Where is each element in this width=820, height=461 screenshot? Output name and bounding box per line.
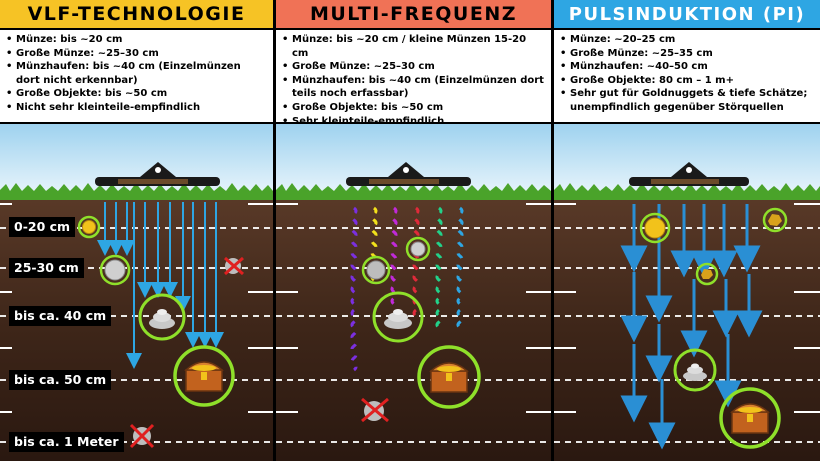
info-item: Sehr gut für Goldnuggets & tiefe Schätze…	[560, 87, 814, 114]
metal-detector-coil-icon	[629, 162, 749, 186]
depth-label: 0-20 cm	[9, 217, 76, 237]
coin-pile-icon	[372, 291, 424, 343]
not-detected-icon	[361, 397, 389, 423]
treasure-chest-icon	[719, 387, 781, 449]
info-item: Große Objekte: bis ~50 cm	[282, 101, 545, 115]
not-detected-icon	[224, 256, 244, 276]
metal-detector-coil-icon	[95, 162, 220, 186]
panel-vlf: VLF-TECHNOLOGIE Münze: bis ~20 cm Große …	[0, 0, 273, 461]
coin-pile-icon	[138, 293, 186, 341]
info-item: Münzhaufen: bis ~40 cm (Einzelmünzen dor…	[6, 60, 267, 87]
depth-label: bis ca. 50 cm	[9, 370, 112, 390]
info-item: Münzhaufen: ~40–50 cm	[560, 60, 814, 74]
info-item: Nicht sehr kleinteile-empfindlich	[6, 101, 267, 115]
silver-coin-icon	[405, 236, 431, 262]
coin-pile-icon	[673, 348, 717, 392]
gold-nugget-icon	[695, 262, 719, 286]
depth-label: 25-30 cm	[9, 258, 84, 278]
info-item: Große Münze: ~25–35 cm	[560, 47, 814, 61]
gold-coin-icon	[639, 212, 671, 244]
panel-title: MULTI-FREQUENZ	[276, 0, 551, 30]
depth-label: bis ca. 1 Meter	[9, 432, 124, 452]
info-item: Münze: bis ~20 cm / kleine Münzen 15-20 …	[282, 33, 545, 60]
info-item: Münze: bis ~20 cm	[6, 33, 267, 47]
depth-label: bis ca. 40 cm	[9, 306, 112, 326]
info-item: Große Münze: ~25–30 cm	[282, 60, 545, 74]
treasure-chest-icon	[417, 345, 481, 409]
info-box: Münze: ~20–25 cm Große Münze: ~25–35 cm …	[554, 30, 820, 124]
soil-scene: 0-20 cm 25-30 cm bis ca. 40 cm bis ca. 5…	[0, 124, 273, 461]
metal-detector-coil-icon	[346, 162, 471, 186]
info-box: Münze: bis ~20 cm Große Münze: ~25–30 cm…	[0, 30, 273, 124]
info-item: Große Objekte: bis ~50 cm	[6, 87, 267, 101]
info-item: Münzhaufen: bis ~40 cm (Einzelmünzen dor…	[282, 74, 545, 101]
panel-title: PULSINDUKTION (PI)	[554, 0, 820, 30]
info-item: Münze: ~20–25 cm	[560, 33, 814, 47]
gold-nugget-icon	[762, 207, 788, 233]
soil-scene	[276, 124, 551, 461]
info-item: Große Objekte: 80 cm – 1 m+	[560, 74, 814, 88]
silver-coin-icon	[99, 254, 131, 286]
gold-coin-icon	[77, 215, 101, 239]
signal-arrows	[97, 202, 224, 369]
info-item: Sehr kleinteile-empfindlich	[282, 115, 545, 129]
info-item: Große Münze: ~25–30 cm	[6, 47, 267, 61]
silver-coin-icon	[361, 255, 391, 285]
panel-pulsinduktion: PULSINDUKTION (PI) Münze: ~20–25 cm Groß…	[554, 0, 820, 461]
not-detected-icon	[129, 423, 155, 449]
soil-scene	[554, 124, 820, 461]
signal-arrows	[620, 204, 763, 450]
treasure-chest-icon	[173, 345, 235, 407]
info-box: Münze: bis ~20 cm / kleine Münzen 15-20 …	[276, 30, 551, 128]
panel-multi-frequenz: MULTI-FREQUENZ Münze: bis ~20 cm / klein…	[276, 0, 551, 461]
panel-title: VLF-TECHNOLOGIE	[0, 0, 273, 30]
